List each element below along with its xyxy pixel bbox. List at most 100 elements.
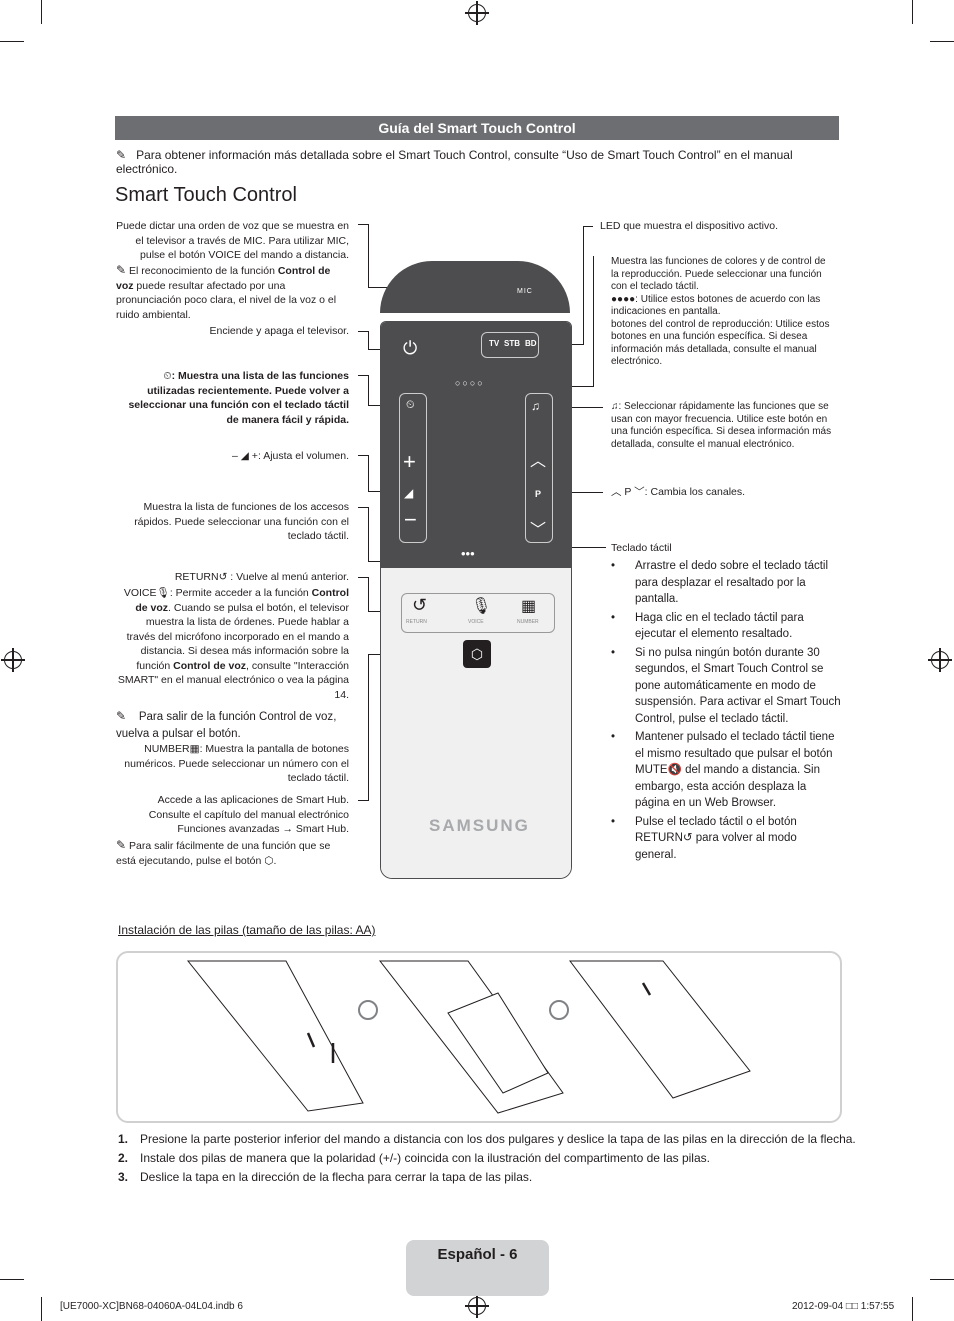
leader-line	[593, 256, 594, 387]
bullet4-c: del mando a distancia. Sin embargo, esta…	[635, 764, 821, 809]
channel-rocker: ♫ ︿ P ﹀	[525, 393, 553, 543]
bullet-icon: •	[611, 815, 616, 828]
voice-text-b: Control de voz	[135, 587, 349, 614]
recent-icon: ⏲	[406, 399, 415, 411]
volume-up-icon: +	[403, 449, 416, 474]
page-number: Español - 6	[437, 1246, 518, 1263]
stb-button: STB	[504, 339, 520, 348]
intro-note-text: Para obtener información más detallada s…	[116, 148, 793, 176]
list-item: •Haga clic en el teclado táctil para eje…	[611, 610, 841, 643]
list-item: 1.Presione la parte posterior inferior d…	[118, 1132, 858, 1146]
leader-line	[368, 654, 369, 801]
crop-mark	[930, 1279, 954, 1280]
leader-line	[358, 800, 368, 801]
remote-light-panel: ↺ RETURN 🎙 VOICE ▦ NUMBER ⬡ SAMSUNG	[381, 568, 571, 878]
favorites-description: ♫: Seleccionar rápidamente las funciones…	[611, 401, 836, 451]
mute-icon: 🔇	[667, 764, 682, 776]
leader-line	[368, 507, 369, 561]
voice-note-c: , vuelva a pulsar el botón.	[116, 711, 337, 740]
pencil-note-icon: ✎	[116, 709, 127, 723]
leader-line	[368, 577, 369, 611]
registration-mark-icon	[1, 648, 25, 672]
mic-description: Puede dictar una orden de voz que se mue…	[116, 220, 349, 261]
number-description: NUMBER▦: Muestra la pantalla de botones …	[116, 742, 349, 786]
step-text: Presione la parte posterior inferior del…	[140, 1132, 856, 1146]
return-icon: ↺	[218, 571, 228, 583]
bullet4-e: .	[772, 797, 777, 809]
next-arrow-icon	[358, 1000, 378, 1020]
battery-pair	[447, 992, 549, 1094]
samsung-logo: SAMSUNG	[429, 816, 530, 835]
number-text: : Muestra la pantalla de botones numéric…	[124, 743, 349, 784]
remote-illustration: ⏻ TV STB BD ○○○○ ⏲ + ◢ − ♫ ︿ P ﹀ ••• ↺ R…	[380, 321, 572, 879]
mic-note: ✎ El reconocimiento de la función Contro…	[116, 263, 349, 322]
return-text: : Vuelve al menú anterior.	[227, 571, 349, 583]
number-button: NUMBER	[517, 619, 539, 625]
bullet4-b: MUTE	[635, 764, 668, 776]
next-arrow-icon	[549, 1000, 569, 1020]
batteries-illustration	[116, 951, 842, 1123]
recent-description-text: : Muestra una lista de las funciones uti…	[128, 370, 349, 426]
bullet-text: Arrastre el dedo sobre el teclado táctil…	[635, 560, 829, 605]
mic-note-text-c: puede resultar afectado por una pronunci…	[116, 279, 337, 321]
pencil-note-icon: ✎	[116, 263, 127, 277]
bullet-text: Pulse el teclado táctil o el botón RETUR…	[635, 814, 841, 864]
number-label: NUMBER	[144, 743, 190, 755]
leader-line	[583, 226, 593, 227]
crop-mark	[912, 1297, 913, 1321]
pencil-note-icon: ✎	[116, 838, 127, 852]
smart-hub-note-text: Para salir fácilmente de una función que…	[116, 840, 331, 867]
color-buttons-icon: ●●●●	[611, 293, 636, 305]
device-buttons: TV STB BD	[481, 332, 539, 358]
power-icon: ⏻	[403, 338, 418, 358]
direction-arrow-icon	[306, 982, 652, 1063]
channel-down-icon: ﹀	[530, 522, 547, 539]
return-label: RETURN	[174, 571, 219, 583]
crop-mark	[930, 41, 954, 42]
bullet-icon: •	[611, 560, 616, 572]
mic-note-text-a: El reconocimiento de la función	[128, 265, 278, 277]
leader-line	[368, 224, 369, 288]
recent-description: ⏲: Muestra una lista de las funciones ut…	[116, 369, 349, 427]
leader-line	[358, 224, 368, 225]
volume-rocker: ⏲ + ◢ −	[399, 393, 427, 543]
volume-description: – ◢ +: Ajusta el volumen.	[116, 449, 349, 464]
page-title: Smart Touch Control	[115, 184, 297, 206]
crop-mark	[0, 41, 24, 42]
channel-up-down-icon: ︿ P ﹀	[611, 486, 645, 498]
crop-mark	[912, 0, 913, 24]
smart-hub-description: Accede a las aplicaciones de Smart Hub. …	[148, 794, 349, 835]
voice-note-a: Para salir de la función	[138, 711, 260, 723]
step-text: Instale dos pilas de manera que la polar…	[140, 1151, 710, 1165]
bullet-text: Mantener pulsado el teclado táctil tiene…	[635, 729, 841, 812]
page-tab: Español - 6	[406, 1240, 549, 1296]
remote-back-1	[186, 960, 364, 1112]
mic-icon: 🎙	[156, 587, 170, 599]
bullet-icon: •	[611, 611, 616, 624]
footer-file: [UE7000-XC]BN68-04060A-04L04.indb 6	[60, 1301, 243, 1312]
voice-text-a: : Permite acceder a la función	[169, 587, 312, 599]
voice-button: VOICE	[468, 619, 484, 625]
list-item: •Si no pulsa ningún botón durante 30 seg…	[611, 645, 841, 728]
leader-line	[550, 492, 603, 493]
smart-hub-icon: ⬡	[463, 640, 491, 668]
list-item: • Arrastre el dedo sobre el teclado tácti…	[611, 558, 841, 608]
registration-mark-icon	[928, 648, 952, 672]
batteries-title: Instalación de las pilas (tamaño de las …	[118, 923, 376, 937]
list-item: 2.Instale dos pilas de manera que la pol…	[118, 1151, 858, 1165]
crop-mark	[0, 1279, 24, 1280]
mic-icon: 🎙	[471, 598, 492, 615]
colors-text-b: : Utilice estos botones de acuerdo con l…	[611, 293, 821, 318]
remote-back-3	[568, 960, 751, 1099]
touchpad-bullets: • Arrastre el dedo sobre el teclado tácti…	[611, 558, 841, 863]
step-text: Deslice la tapa en la dirección de la fl…	[140, 1170, 533, 1184]
voice-text-c: . Cuando se pulsa el botón, el televisor…	[126, 601, 349, 672]
crop-mark	[41, 1297, 42, 1321]
favorite-icon: ♫	[611, 401, 619, 412]
section-banner: Guía del Smart Touch Control	[115, 116, 839, 140]
crop-mark	[41, 0, 42, 24]
intro-note: ✎ Para obtener información más detallada…	[116, 148, 856, 176]
bullet4-a: Mantener pulsado el teclado táctil tiene…	[635, 731, 835, 760]
colors-text-a: Muestra las funciones de colores y de co…	[611, 256, 826, 292]
return-icon: ↺	[412, 595, 428, 615]
